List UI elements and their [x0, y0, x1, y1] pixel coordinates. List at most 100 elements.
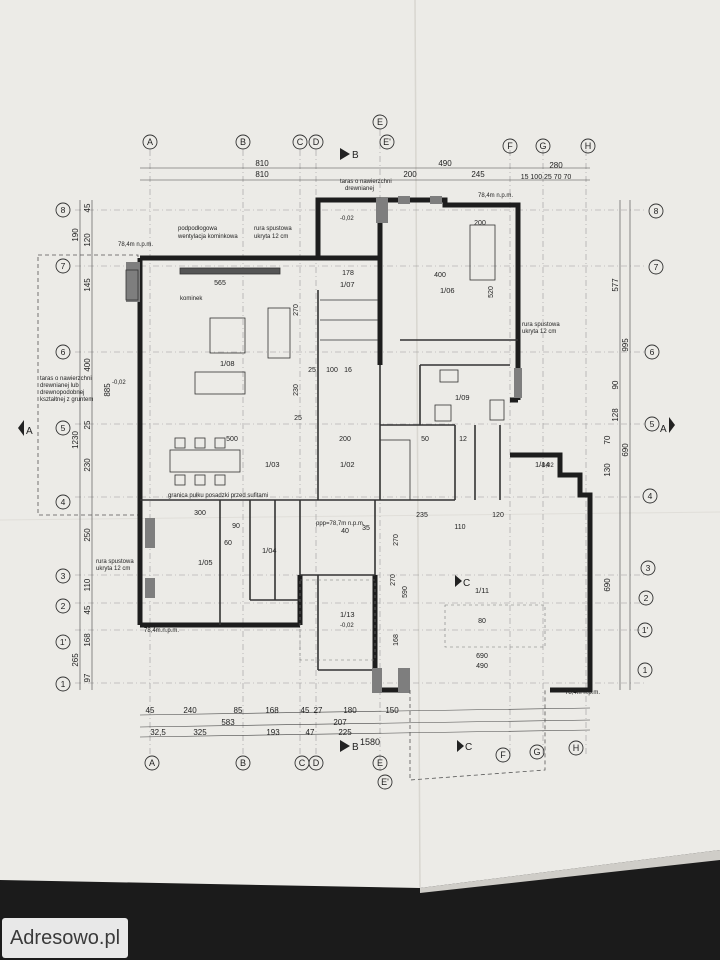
axis-label-b: B	[240, 137, 246, 147]
inner-dimensions: 565 300 500 178 400 520 270 270 230 200 …	[194, 220, 504, 670]
dim-r-90: 90	[611, 380, 620, 389]
dim-810-1: 810	[255, 159, 269, 168]
dim-i-590: 590	[402, 586, 409, 598]
dim-b-325a: 32,5	[150, 728, 166, 737]
axis-label-f-bottom: F	[500, 750, 506, 760]
axis-label-a: A	[147, 137, 153, 147]
dim-245: 245	[471, 170, 485, 179]
note-level-minus-2: -0,02	[112, 380, 126, 386]
note-ukryta-right: ukryta 12 cm	[522, 329, 556, 335]
note-ukryta-left-bottom: ukryta 12 cm	[96, 566, 130, 572]
dim-i-270b: 270	[390, 574, 397, 586]
note-taras-left-1: taras o nawierzchni	[40, 376, 92, 382]
axis-bubbles-sides	[55, 202, 664, 692]
room-1-08: 1/08	[220, 359, 235, 368]
dim-i-100: 100	[326, 367, 338, 374]
note-taras-left-4: kształtnej z gruntem	[40, 397, 93, 403]
dim-b-583: 583	[221, 718, 235, 727]
furniture	[125, 224, 505, 501]
dim-i-25b: 25	[294, 415, 302, 422]
dim-200: 200	[403, 170, 417, 179]
axis-num-5-right: 5	[650, 419, 655, 429]
room-1-06: 1/06	[440, 286, 455, 295]
dim-l-97: 97	[83, 673, 92, 682]
axis-num-1-right: 1	[643, 665, 648, 675]
axis-num-8-right: 8	[654, 206, 659, 216]
dim-r-577: 577	[611, 278, 620, 292]
dim-i-500: 500	[226, 436, 238, 443]
axis-label-c-bottom: C	[299, 758, 306, 768]
note-level-bottom-left: 78,4m.n.p.m.	[144, 628, 179, 634]
dim-i-80: 80	[478, 618, 486, 625]
dim-l-230: 230	[83, 458, 92, 472]
section-a-left: A	[26, 426, 33, 437]
dim-i-25a: 25	[308, 367, 316, 374]
axis-num-3-left: 3	[61, 571, 66, 581]
dim-b-180: 180	[343, 706, 357, 715]
dim-l-1230: 1230	[71, 431, 80, 449]
dim-i-178: 178	[342, 270, 354, 277]
dim-small-series: 15 100 25 70 70	[521, 174, 572, 181]
dim-i-168: 168	[393, 634, 400, 646]
dim-b-total: 1580	[360, 737, 380, 747]
axis-label-c: C	[297, 137, 304, 147]
dim-r-130: 130	[603, 463, 612, 477]
dim-b-45b: 45	[301, 706, 310, 715]
dim-b-85: 85	[234, 706, 243, 715]
dim-l-110: 110	[83, 578, 92, 591]
dining-table-icon	[169, 449, 241, 473]
watermark-text: Adresowo.pl	[9, 926, 121, 949]
axis-num-1p-right: 1'	[642, 625, 649, 635]
dim-i-400: 400	[434, 272, 446, 279]
right-dimensions: 577 995 90 128 70 130 690 690	[603, 278, 630, 592]
dim-i-490: 490	[476, 663, 488, 670]
room-1-07: 1/07	[340, 280, 355, 289]
note-wentylacja: wentylacja kominkowa	[177, 234, 238, 240]
dim-i-690: 690	[476, 653, 488, 660]
sink-icon	[439, 369, 459, 383]
axis-num-1p-left: 1'	[60, 637, 67, 647]
section-a-right: A	[660, 424, 667, 435]
axis-label-a-bottom: A	[149, 758, 155, 768]
room-1-14: 1/14	[535, 460, 550, 469]
dim-i-200: 200	[339, 436, 351, 443]
coffee-table-icon	[209, 317, 246, 354]
dim-l-265: 265	[71, 653, 80, 667]
dim-l-45b: 45	[83, 203, 92, 212]
stairs-icon	[379, 439, 411, 501]
axis-letters-bottom: A B C D E E' F G H	[149, 743, 579, 787]
note-granica: granica pułku posadzki przed sufitami	[168, 493, 268, 499]
dim-i-40: 40	[341, 528, 349, 535]
axis-label-e-bottom: E	[377, 758, 383, 768]
dim-l-250: 250	[83, 528, 92, 542]
dim-i-270c: 270	[393, 534, 400, 546]
left-terrace	[37, 254, 139, 516]
axis-label-b-bottom: B	[240, 758, 246, 768]
axis-letters-top: A B C D E E' F G H	[147, 117, 591, 151]
axis-num-4-right: 4	[648, 491, 653, 501]
dim-l-885: 885	[103, 383, 112, 397]
dim-r-70: 70	[603, 435, 612, 444]
room-1-09: 1/09	[455, 393, 470, 402]
dim-280: 280	[549, 161, 563, 170]
axis-label-e-prime-bottom: E'	[381, 777, 389, 787]
right-terrace	[409, 690, 546, 781]
bottom-dimensions: 45 240 85 168 45 27 180 150 583 207 32,5…	[146, 706, 400, 747]
note-drewnianej: drewnianej	[345, 186, 374, 192]
dim-i-90: 90	[232, 523, 240, 530]
dim-i-60: 60	[224, 540, 232, 547]
room-1-03: 1/03	[265, 460, 280, 469]
chimney-icon	[125, 269, 139, 301]
note-ukryta-top: ukryta 12 cm	[254, 234, 288, 240]
dim-490: 490	[438, 159, 452, 168]
dim-b-193: 193	[266, 728, 280, 737]
note-level-minus-1: -0,02	[340, 216, 354, 222]
dim-l-25: 25	[83, 420, 92, 429]
axis-label-e-prime: E'	[383, 137, 391, 147]
dim-i-12: 12	[459, 436, 467, 443]
paper-sheet	[0, 0, 720, 888]
dim-i-50: 50	[421, 436, 429, 443]
dim-i-16: 16	[344, 367, 352, 374]
axis-num-3-right: 3	[646, 563, 651, 573]
